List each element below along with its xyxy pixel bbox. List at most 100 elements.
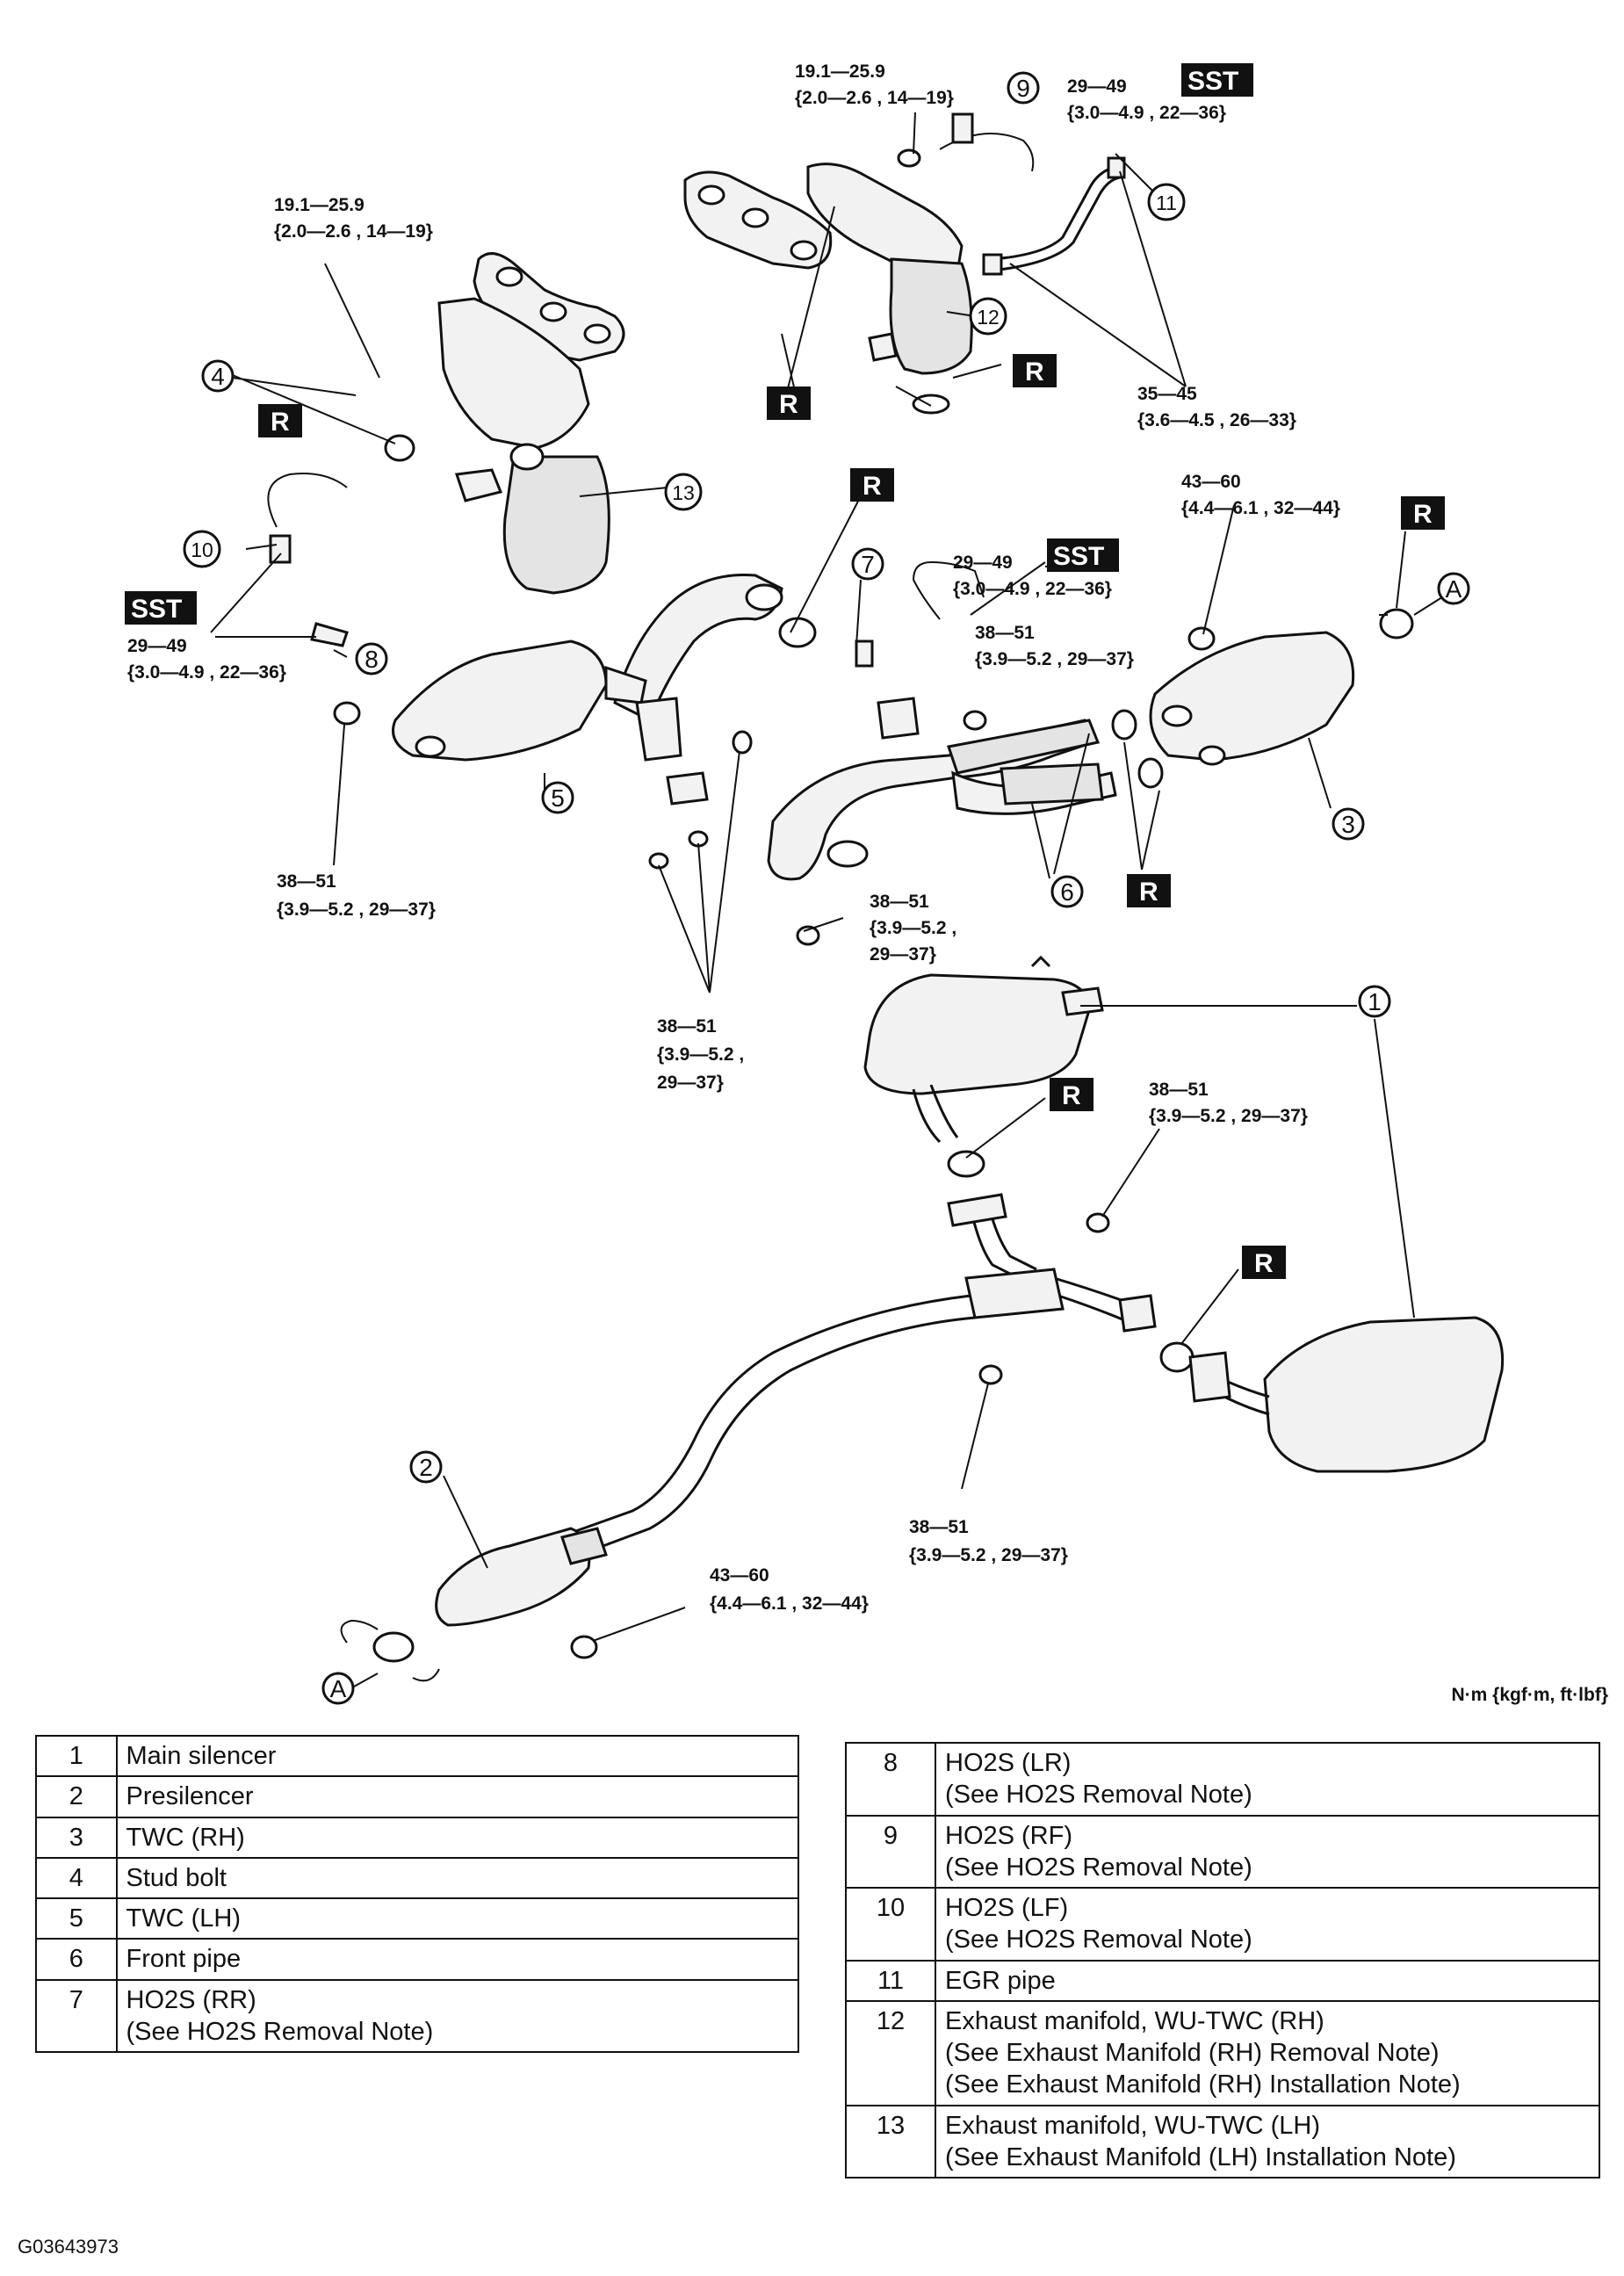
legend-note: (See HO2S Removal Note) [945,1781,1252,1810]
replace-badge: R [1401,496,1445,530]
torque-value: 43—60 [1181,472,1241,492]
leader-lines [210,112,1446,1687]
legend-number: 8 [845,1742,936,1817]
legend-line: HO2S (RR) [126,1985,256,2014]
svg-text:R: R [779,390,798,419]
svg-text:43—60: 43—60 [710,1565,769,1586]
svg-text:{3.9—5.2 , 29—37}: {3.9—5.2 , 29—37} [975,649,1134,669]
svg-text:38—51: 38—51 [975,623,1035,643]
legend-description: Exhaust manifold, WU-TWC (LH)(See Exhaus… [935,2104,1600,2178]
svg-text:{3.9—5.2 ,: {3.9—5.2 , [657,1044,744,1065]
front-pipe [767,697,1117,881]
callout-6: 6 [1050,875,1084,908]
callout-2: 2 [409,1450,443,1484]
gaskets [333,394,1414,1659]
torque-value: 29—49 [127,636,187,656]
front-pipe-upper [613,573,783,723]
svg-text:{3.9—5.2 , 29—37}: {3.9—5.2 , 29—37} [909,1545,1068,1565]
sst-badge: SST [1181,63,1253,97]
svg-text:{3.9—5.2 ,: {3.9—5.2 , [870,918,956,938]
replace-badge: R [1127,874,1171,907]
svg-text:29—37}: 29—37} [657,1073,724,1093]
rh-exhaust-manifold [806,133,1035,375]
legend-number: 11 [845,1959,936,2002]
replace-badge: R [850,468,894,502]
svg-text:{4.4—6.1 , 32—44}: {4.4—6.1 , 32—44} [710,1593,869,1614]
torque-value-metric: {2.0—2.6 , 14—19} [795,88,954,108]
replace-badge: R [1050,1078,1093,1111]
svg-text:29—37}: 29—37} [870,944,936,965]
legend-description: Exhaust manifold, WU-TWC (RH)(See Exhaus… [935,1999,1600,2106]
svg-text:3: 3 [1341,811,1355,838]
mounting-brackets [635,697,753,870]
replace-badge: R [258,404,302,437]
legend-number: 10 [845,1887,936,1962]
lh-manifold-gasket [473,252,625,362]
legend-note: (See HO2S Removal Note) [126,2017,434,2046]
svg-text:5: 5 [551,784,565,812]
svg-text:29—49: 29—49 [953,553,1013,573]
torque-value: 19.1—25.9 [274,195,364,215]
legend-description: Presilencer [115,1775,800,1818]
legend-description: Stud bolt [115,1856,800,1900]
torque-value-metric: 29—37} [657,1073,724,1093]
replace-badge: R [1013,354,1057,387]
svg-text:SST: SST [131,595,182,624]
torque-value-metric: {2.0—2.6 , 14—19} [274,221,433,242]
svg-text:{3.9—5.2 , 29—37}: {3.9—5.2 , 29—37} [1149,1106,1308,1126]
main-silencer-lower [1188,1316,1505,1473]
svg-text:29—49: 29—49 [127,636,187,656]
svg-text:R: R [1025,358,1044,387]
torque-value: 38—51 [657,1016,717,1037]
svg-text:R: R [1413,500,1433,529]
twc-lh [392,639,647,762]
torque-value-metric: {4.4—6.1 , 32—44} [1181,498,1340,518]
legend-description: TWC (LH) [115,1897,800,1940]
replace-part-badges: R R R R R R R R [258,354,1445,1279]
torque-value: 38—51 [277,871,336,892]
main-silencer-upper [863,955,1104,1144]
svg-text:38—51: 38—51 [870,892,929,912]
legend-description: Main silencer [115,1734,800,1778]
legend-note: (See Exhaust Manifold (RH) Removal Note) [945,2039,1440,2067]
torque-value: 29—49 [953,553,1013,573]
exhaust-system-diagram: 19.1—25.9 {2.0—2.6 , 14—19} 29—49 {3.0—4… [125,61,1505,1705]
callout-11: 11 [1147,183,1186,221]
legend-number: 2 [35,1775,118,1818]
svg-text:R: R [863,472,882,501]
legend-number: 13 [845,2104,936,2178]
svg-text:{3.9—5.2 , 29—37}: {3.9—5.2 , 29—37} [277,900,436,920]
torque-spec-labels: 19.1—25.9 {2.0—2.6 , 14—19} 29—49 {3.0—4… [127,61,1340,1614]
svg-text:38—51: 38—51 [1149,1080,1209,1100]
legend-note: (See HO2S Removal Note) [945,1853,1252,1882]
egr-pipe [982,156,1126,276]
legend-description: HO2S (LR)(See HO2S Removal Note) [935,1742,1600,1817]
svg-text:1: 1 [1368,988,1382,1015]
svg-text:38—51: 38—51 [657,1016,717,1037]
svg-text:12: 12 [977,306,1000,329]
callout-1: 1 [1358,985,1391,1018]
legend-number: 1 [35,1734,118,1778]
svg-text:2: 2 [419,1454,433,1481]
svg-text:11: 11 [1156,191,1177,214]
torque-value-metric: {4.4—6.1 , 32—44} [710,1593,869,1614]
svg-text:6: 6 [1060,878,1074,906]
torque-value: 19.1—25.9 [795,61,885,82]
figure-id: G03643973 [18,2236,119,2258]
callout-5: 5 [541,781,574,814]
svg-text:38—51: 38—51 [277,871,336,892]
svg-text:{3.0—4.9 , 22—36}: {3.0—4.9 , 22—36} [1067,103,1226,123]
replace-badge: R [1242,1246,1286,1279]
torque-value-metric: {3.9—5.2 , 29—37} [277,900,436,920]
